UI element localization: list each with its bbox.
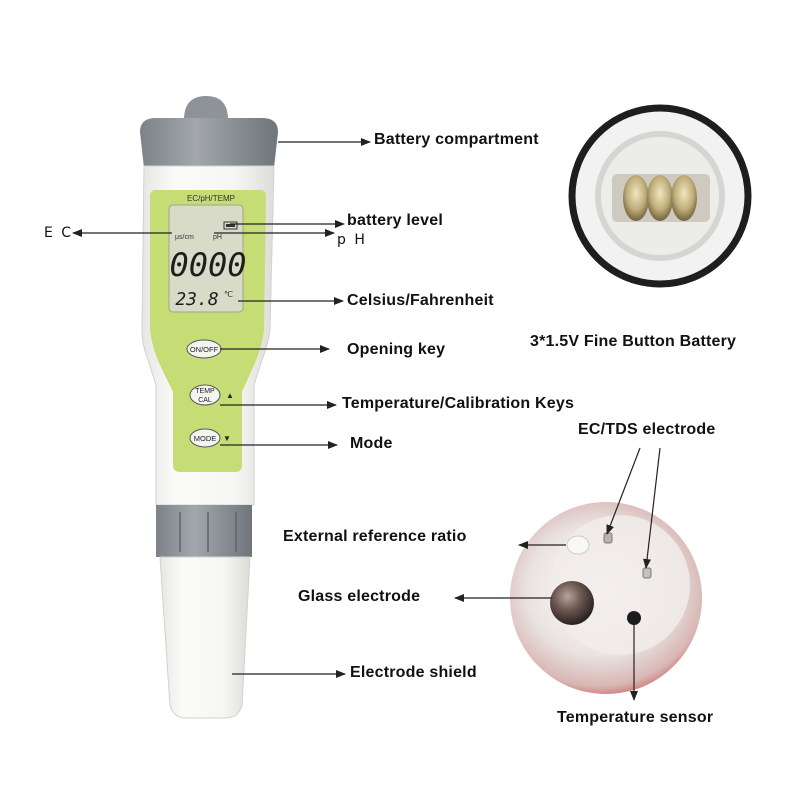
- label-external-reference: External reference ratio: [283, 528, 467, 545]
- cal-label: CAL: [198, 397, 212, 404]
- label-temperature-sensor: Temperature sensor: [557, 709, 714, 726]
- ec-tds-pin-2: [642, 567, 652, 579]
- label-electrode-shield: Electrode shield: [350, 664, 477, 681]
- label-ec: E C: [44, 225, 74, 241]
- unit-right: pH: [213, 234, 222, 241]
- callout-arrows: [72, 138, 661, 701]
- on-off-button[interactable]: ON/OFF: [186, 339, 222, 359]
- unit-left: μs/cm: [175, 234, 194, 241]
- button-battery-3: [671, 175, 697, 221]
- temp-cal-button[interactable]: TEMP CAL: [189, 384, 221, 406]
- label-ph: p H: [337, 232, 367, 248]
- battery-closeup: [568, 104, 752, 288]
- battery-compartment-cap: [140, 118, 278, 168]
- label-temp-calibration-keys: Temperature/Calibration Keys: [342, 395, 575, 412]
- battery-level-icon: [223, 221, 238, 230]
- glass-electrode-bulb: [550, 581, 594, 625]
- button-battery-2: [647, 175, 673, 221]
- external-reference-junction: [566, 535, 590, 555]
- temp-unit: ℃: [224, 290, 233, 299]
- mode-label: MODE: [194, 434, 217, 443]
- label-button-battery: 3*1.5V Fine Button Battery: [530, 333, 737, 350]
- on-off-label: ON/OFF: [190, 345, 219, 354]
- label-ec-tds-electrode: EC/TDS electrode: [578, 421, 716, 438]
- ec-tds-pin-1: [603, 532, 613, 544]
- down-arrow-icon: ▼: [223, 434, 231, 443]
- temperature-sensor-dot: [627, 611, 641, 625]
- lcd-screen: [168, 204, 244, 313]
- screen-header: EC/pH/TEMP: [187, 194, 235, 203]
- temp-label: TEMP: [195, 388, 215, 395]
- label-battery-level: battery level: [347, 212, 443, 229]
- up-arrow-icon: ▲: [226, 391, 234, 400]
- label-celsius-fahrenheit: Celsius/Fahrenheit: [347, 292, 494, 309]
- electrode-closeup: [510, 502, 702, 694]
- mode-button[interactable]: MODE: [189, 428, 221, 448]
- lanyard-loop: [184, 96, 228, 120]
- label-mode: Mode: [350, 435, 393, 452]
- label-battery-compartment: Battery compartment: [374, 131, 539, 148]
- label-opening-key: Opening key: [347, 341, 446, 358]
- ph-meter-pen: EC/pH/TEMP μs/cm pH 0000 23.8 ℃ ON/OFF T…: [140, 96, 278, 719]
- label-glass-electrode: Glass electrode: [298, 588, 421, 605]
- electrode-shield: [159, 556, 251, 719]
- main-reading: 0000: [169, 246, 246, 284]
- button-battery-1: [623, 175, 649, 221]
- temp-reading: 23.8: [175, 289, 218, 310]
- shield-ring: [156, 505, 252, 557]
